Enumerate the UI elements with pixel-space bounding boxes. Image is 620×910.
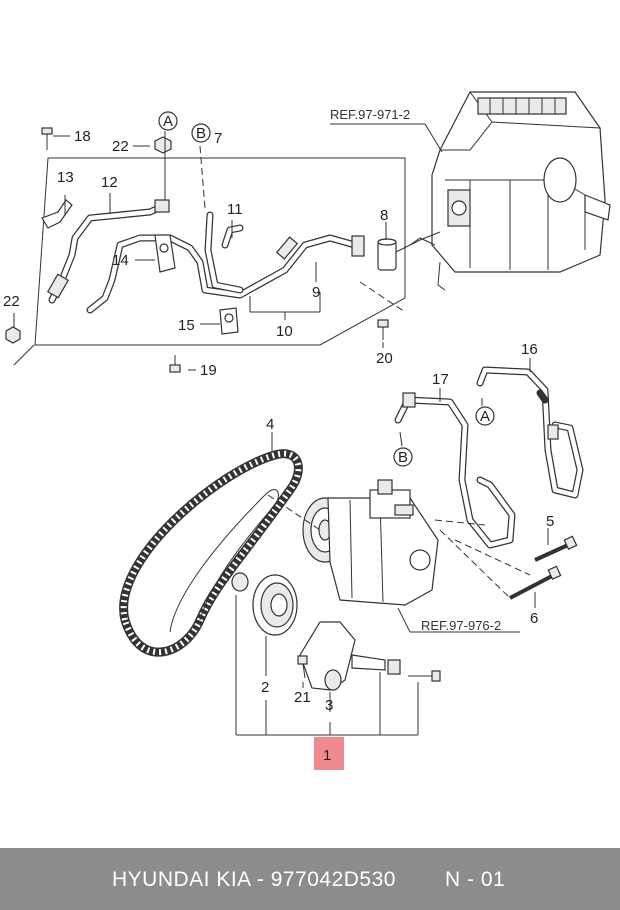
ac-compressor xyxy=(302,479,439,606)
label-2: 2 xyxy=(261,679,269,696)
bolt-20 xyxy=(377,319,389,340)
label-14: 14 xyxy=(112,252,129,269)
nut-22-left xyxy=(5,326,21,344)
bracket-13 xyxy=(41,199,73,229)
label-16: 16 xyxy=(521,341,538,358)
label-15: 15 xyxy=(178,317,195,334)
ref-compressor-label: REF.97-976-2 xyxy=(421,618,501,633)
idler-pulley xyxy=(252,574,298,636)
label-4: 4 xyxy=(266,416,274,433)
hose-12 xyxy=(46,201,169,304)
hvac-unit xyxy=(409,91,611,291)
bolt-18 xyxy=(41,127,53,150)
footer-version: N - 01 xyxy=(445,868,506,891)
callout-b-top xyxy=(191,123,211,143)
parts-diagram: REF.97-971-2 xyxy=(3,91,611,770)
tensioner xyxy=(299,621,401,691)
callout-a-bottom xyxy=(475,406,495,426)
callout-a-bottom-text: A xyxy=(480,408,490,425)
bracket-14 xyxy=(154,234,176,273)
label-19: 19 xyxy=(200,362,217,379)
hose-assembly-frame xyxy=(34,157,406,346)
footer-brand-part-number: HYUNDAI KIA - 977042D530 xyxy=(112,868,396,891)
label-10: 10 xyxy=(276,323,293,340)
label-5: 5 xyxy=(546,513,554,530)
label-9: 9 xyxy=(312,284,320,301)
hose-main xyxy=(86,199,365,314)
bolt-21 xyxy=(297,655,308,679)
callout-a-top xyxy=(158,111,178,131)
footer-bar: HYUNDAI KIA - 977042D530 N - 01 xyxy=(0,848,620,910)
label-7: 7 xyxy=(214,130,222,147)
label-6: 6 xyxy=(530,610,538,627)
bolt-lower-right xyxy=(408,670,441,682)
bolt-19 xyxy=(169,355,181,373)
label-3: 3 xyxy=(325,697,333,714)
hose-16 xyxy=(476,366,584,499)
bolt-6 xyxy=(509,565,562,600)
label-13: 13 xyxy=(57,169,74,186)
label-11: 11 xyxy=(227,201,243,218)
label-12: 12 xyxy=(101,174,118,191)
hose-17 xyxy=(394,392,516,549)
callout-b-top-text: B xyxy=(196,125,206,142)
label-17: 17 xyxy=(432,371,449,388)
label-1: 1 xyxy=(323,747,331,764)
label-21: 21 xyxy=(294,689,311,706)
ref-hvac-label: REF.97-971-2 xyxy=(330,107,410,122)
drive-belt xyxy=(119,449,303,657)
highlighted-part-box[interactable] xyxy=(314,737,344,770)
bolt-5 xyxy=(534,535,578,562)
label-8: 8 xyxy=(380,207,388,224)
label-22-upper: 22 xyxy=(112,138,129,155)
spacer-washer xyxy=(231,572,249,592)
callout-b-bottom-text: B xyxy=(398,449,408,466)
label-20: 20 xyxy=(376,350,393,367)
nut-22-upper xyxy=(154,136,172,154)
callout-a-top-text: A xyxy=(163,113,173,130)
receiver-drier xyxy=(377,231,441,271)
callout-b-bottom xyxy=(393,447,413,467)
label-22-left: 22 xyxy=(3,293,20,310)
label-18: 18 xyxy=(74,128,91,145)
